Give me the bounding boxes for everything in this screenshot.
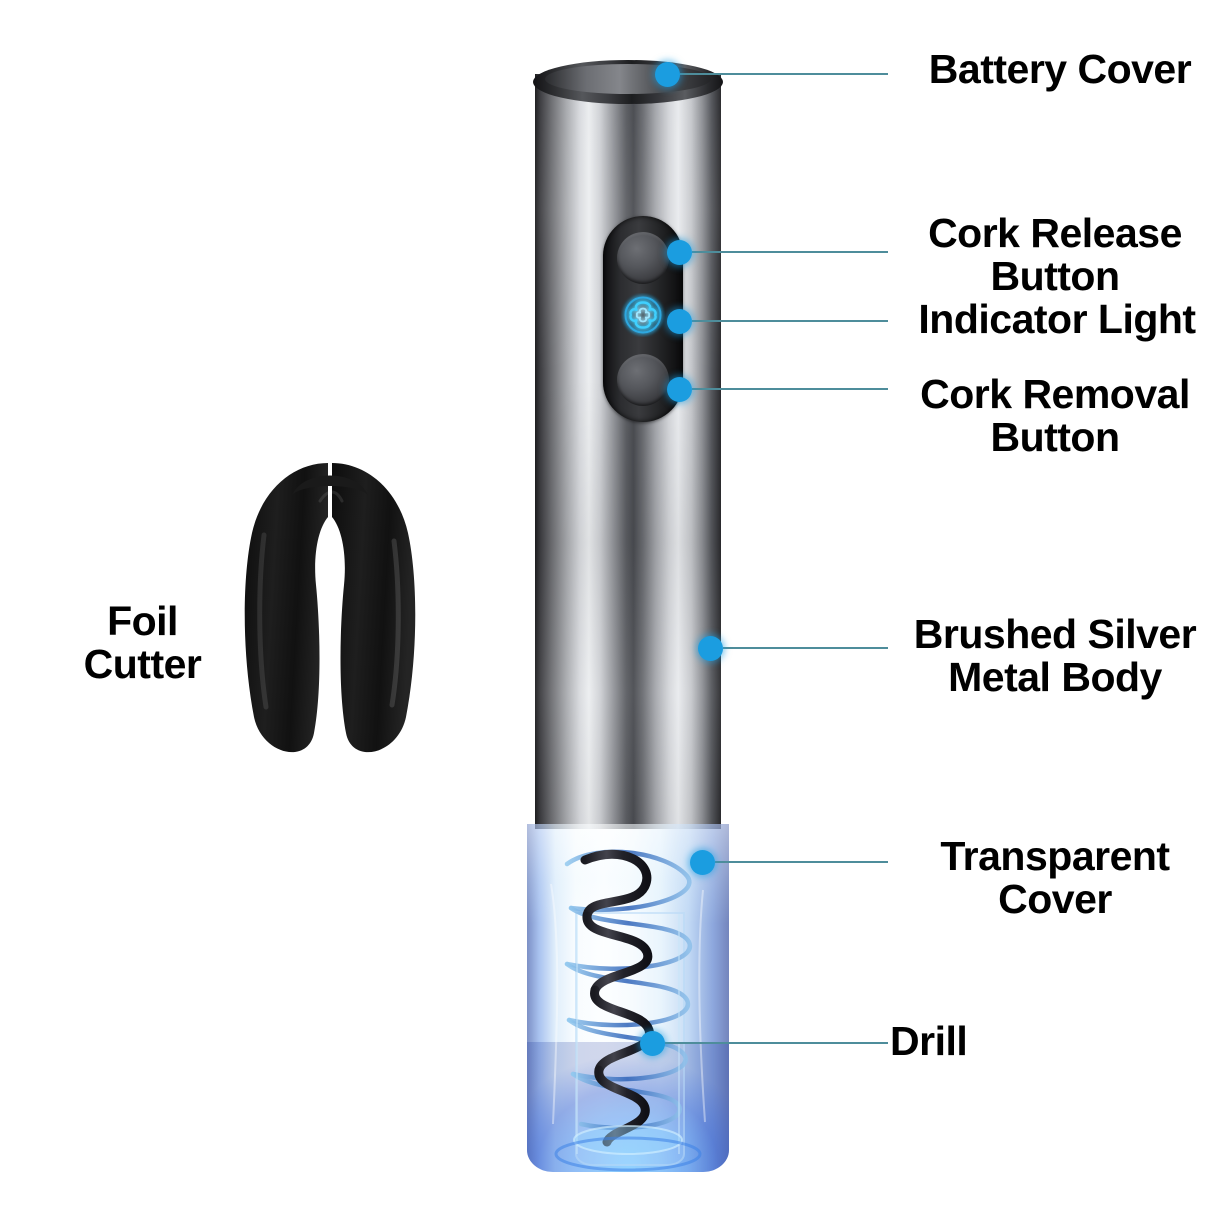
leader-line-cork-removal <box>692 388 888 390</box>
helix-drill-icon <box>550 849 706 1172</box>
label-cork-release-button: Cork Release Button <box>928 210 1182 300</box>
battery-cover-inner-rim <box>545 64 711 94</box>
label-battery-cover: Battery Cover <box>928 46 1192 92</box>
callout-dot-transparent-cover <box>690 850 715 875</box>
leader-line-drill <box>665 1042 888 1044</box>
horseshoe-clamp-icon <box>244 463 416 753</box>
callout-dot-battery-cover <box>655 62 680 87</box>
label-foil-cutter: Foil Cutter <box>83 598 202 688</box>
leader-line-battery-cover <box>680 73 888 75</box>
callout-dot-cork-release <box>667 240 692 265</box>
callout-dot-drill <box>640 1031 665 1056</box>
brushed-silver-metal-body <box>535 74 721 829</box>
callout-dot-metal-body <box>698 636 723 661</box>
transparent-cover <box>527 824 729 1172</box>
cork-removal-button[interactable] <box>617 354 669 406</box>
label-cork-removal-button: Cork Removal Button <box>920 371 1190 461</box>
leader-line-indicator-light <box>692 320 888 322</box>
cover-bottom-glow <box>527 1042 729 1172</box>
battery-cover[interactable] <box>533 60 723 104</box>
callout-dot-indicator-light <box>667 309 692 334</box>
label-transparent-cover: Transparent Cover <box>940 833 1170 923</box>
foil-cutter <box>232 455 428 775</box>
leader-line-metal-body <box>723 647 888 649</box>
label-brushed-silver-metal-body: Brushed Silver Metal Body <box>913 611 1197 701</box>
inner-clear-sleeve <box>575 912 685 1166</box>
leader-line-cork-release <box>692 251 888 253</box>
indicator-light <box>621 293 665 337</box>
callout-dot-cork-removal <box>667 377 692 402</box>
leader-line-transparent-cover <box>715 861 888 863</box>
label-indicator-light: Indicator Light <box>918 296 1196 342</box>
label-drill: Drill <box>890 1018 968 1064</box>
cork-release-button[interactable] <box>617 232 669 284</box>
